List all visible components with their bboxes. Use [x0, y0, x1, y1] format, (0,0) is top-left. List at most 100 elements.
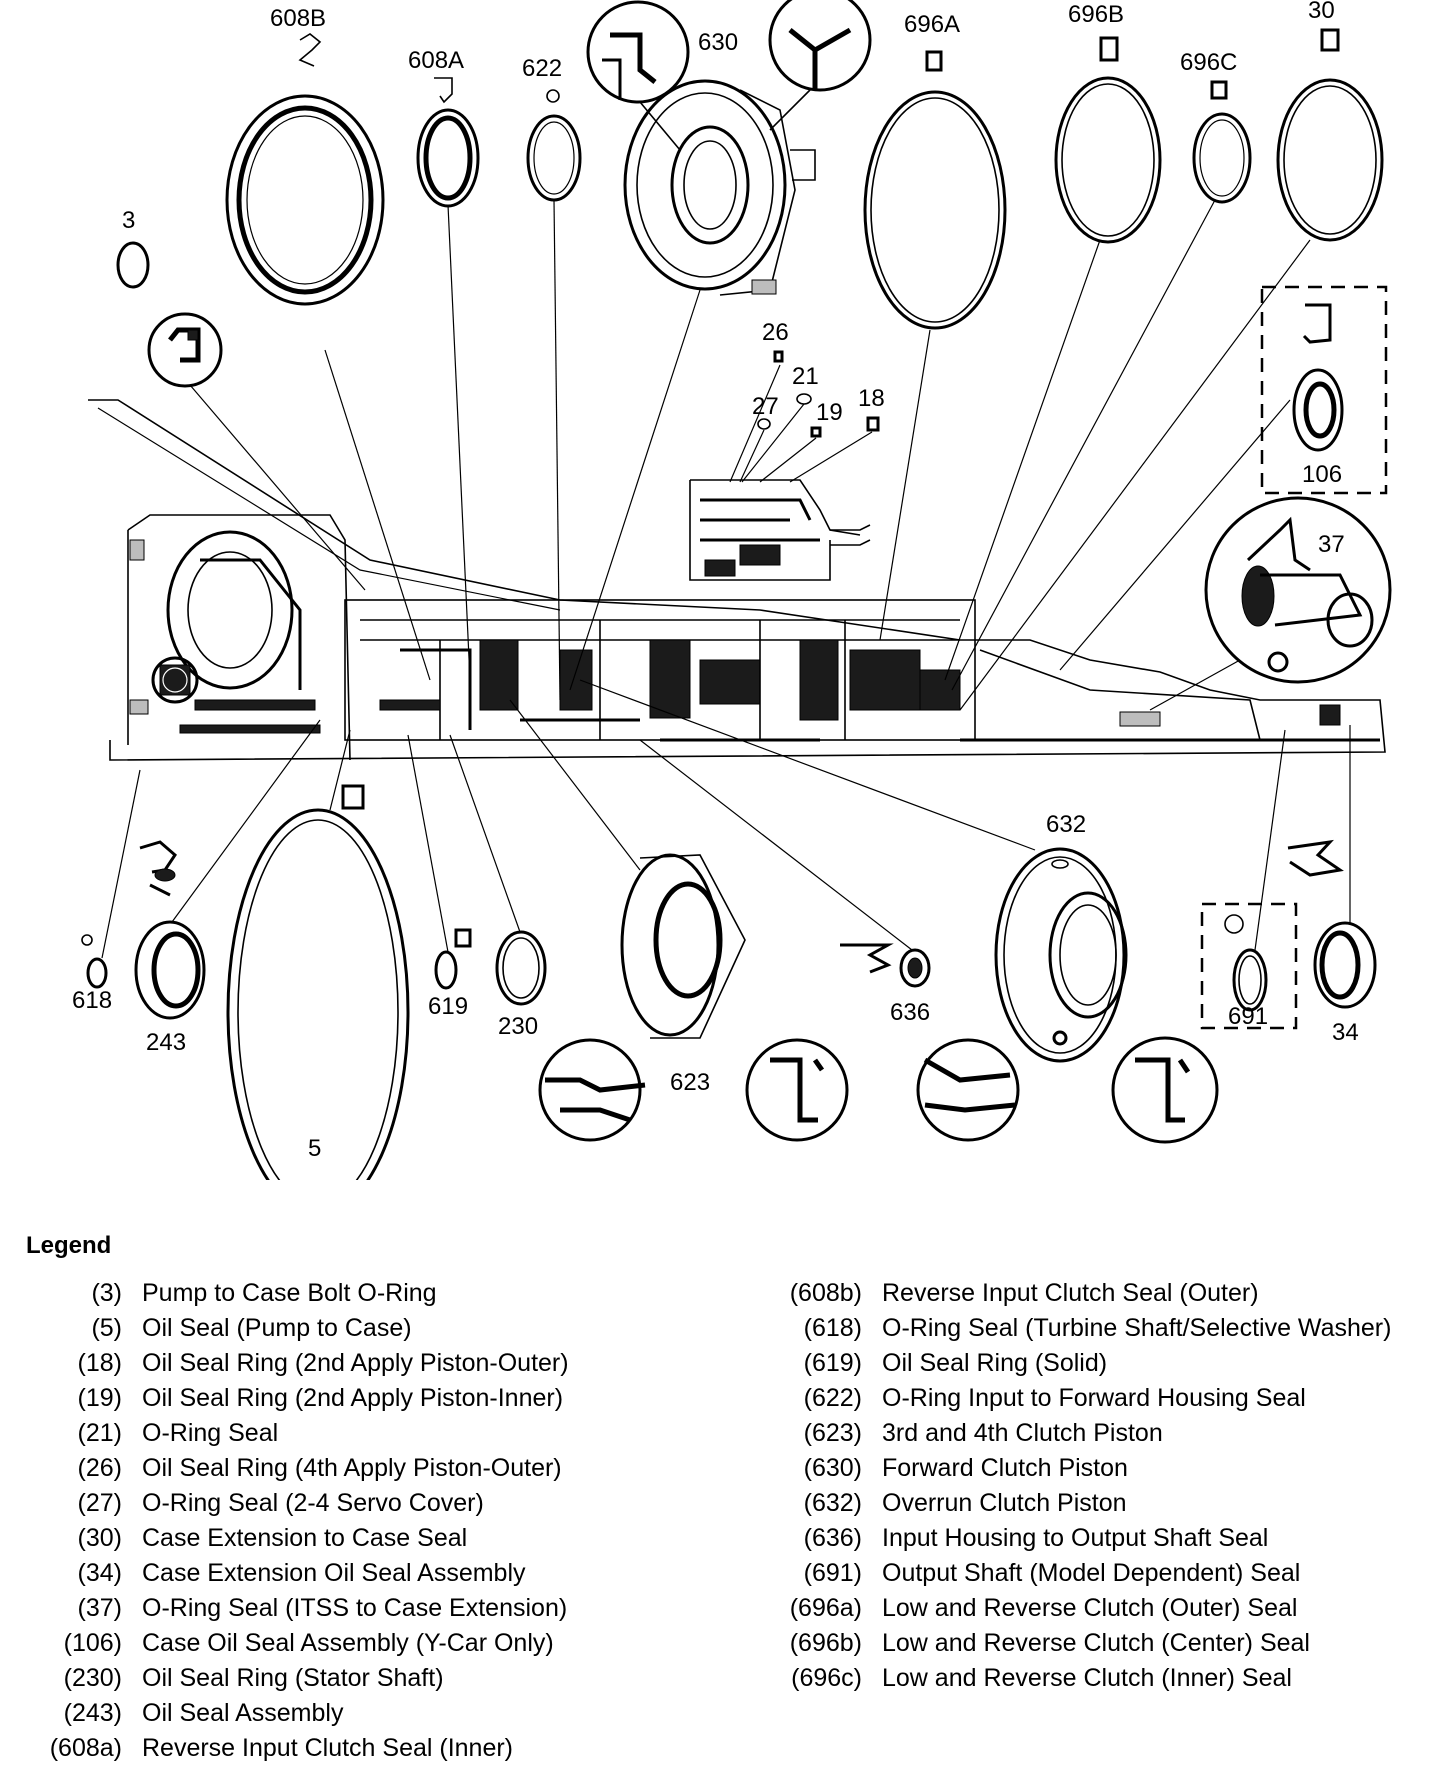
- piston-623: [538, 853, 849, 1142]
- legend-item: (26) Oil Seal Ring (4th Apply Piston-Oute…: [30, 1451, 730, 1486]
- legend-desc: Reverse Input Clutch Seal (Inner): [142, 1734, 514, 1762]
- seal-106-detail: [1260, 285, 1388, 495]
- legend-item: (608b)Reverse Input Clutch Seal (Outer): [770, 1276, 1420, 1311]
- callout-243: 243: [146, 1029, 186, 1056]
- callout-696b: 696B: [1068, 1, 1124, 28]
- legend-item: (608a) Reverse Input Clutch Seal (Inner): [30, 1731, 730, 1766]
- legend-desc: 3rd and 4th Clutch Piston: [882, 1419, 1163, 1447]
- legend-item: (622) O-Ring Input to Forward Housing Sea…: [770, 1381, 1420, 1416]
- seal-622: [526, 89, 582, 202]
- legend-item: (5) Oil Seal (Pump to Case): [30, 1311, 730, 1346]
- legend-num: (696b): [789, 1629, 862, 1657]
- legend-num: (34): [77, 1559, 122, 1587]
- callout-3: 3: [122, 207, 135, 234]
- legend-desc: Case Oil Seal Assembly (Y-Car Only): [142, 1629, 554, 1657]
- transmission-cross-section: [88, 399, 1386, 761]
- callout-696a: 696A: [904, 11, 960, 38]
- seal-243: [134, 840, 206, 1020]
- legend-item: (34) Case Extension Oil Seal Assembly: [30, 1556, 730, 1591]
- seal-696b: [1054, 36, 1162, 244]
- legend-item: (696a) Low and Reverse Clutch (Outer) Sea…: [770, 1591, 1420, 1626]
- callout-623: 623: [670, 1069, 710, 1096]
- callout-26: 26: [762, 319, 789, 346]
- legend-item: (630) Forward Clutch Piston: [770, 1451, 1420, 1486]
- callout-18: 18: [858, 385, 885, 412]
- legend-desc: Case Extension Oil Seal Assembly: [142, 1559, 526, 1587]
- legend-item: (696c)Low and Reverse Clutch (Inner) Sea…: [770, 1661, 1420, 1696]
- legend-num: (636): [803, 1524, 862, 1552]
- legend-item: (106) Case Oil Seal Assembly (Y-Car Only): [30, 1626, 730, 1661]
- piston-630: [586, 0, 872, 296]
- seal-608b: [225, 33, 385, 306]
- legend-num: (623): [803, 1419, 862, 1447]
- legend-num: (608a): [49, 1734, 122, 1762]
- legend-desc: Overrun Clutch Piston: [882, 1489, 1127, 1517]
- callout-106: 106: [1302, 461, 1342, 488]
- legend-item: (30)Case Extension to Case Seal: [30, 1521, 730, 1556]
- legend-item: (636)Input Housing to Output Shaft Seal: [770, 1521, 1420, 1556]
- legend-desc: O-Ring Seal (2-4 Servo Cover): [142, 1489, 484, 1517]
- legend-desc: Oil Seal Ring (Stator Shaft): [142, 1664, 444, 1692]
- legend-num: (19): [77, 1384, 122, 1412]
- callout-37: 37: [1318, 531, 1345, 558]
- seal-691-detail: [1200, 902, 1298, 1030]
- seal-34: [1287, 839, 1377, 1009]
- legend-desc: Forward Clutch Piston: [882, 1454, 1128, 1482]
- legend-item: (19) Oil Seal Ring (2nd Apply Piston-Inne…: [30, 1381, 730, 1416]
- legend-desc: Oil Seal Ring (2nd Apply Piston-Inner): [142, 1384, 564, 1412]
- legend-desc: Oil Seal Assembly: [142, 1699, 344, 1727]
- legend-right-column: (608b)Reverse Input Clutch Seal (Outer) …: [770, 1276, 1420, 1696]
- callout-230: 230: [498, 1013, 538, 1040]
- legend-num: (37): [77, 1594, 122, 1622]
- seal-3: [116, 241, 223, 388]
- callout-622: 622: [522, 55, 562, 82]
- legend-num: (696a): [789, 1594, 862, 1622]
- callout-696c: 696C: [1180, 49, 1237, 76]
- legend-num: (630): [803, 1454, 862, 1482]
- legend-desc: Oil Seal (Pump to Case): [142, 1314, 412, 1342]
- callout-608b: 608B: [270, 5, 326, 32]
- legend-item: (696b)Low and Reverse Clutch (Center) Se…: [770, 1626, 1420, 1661]
- callout-5: 5: [308, 1135, 321, 1162]
- legend-desc: Pump to Case Bolt O-Ring: [142, 1279, 437, 1307]
- legend-item: (27) O-Ring Seal (2-4 Servo Cover): [30, 1486, 730, 1521]
- clutch-plates-1: [479, 639, 961, 721]
- callout-608a: 608A: [408, 47, 464, 74]
- legend-item: (37) O-Ring Seal (ITSS to Case Extension): [30, 1591, 730, 1626]
- legend-num: (106): [63, 1629, 122, 1657]
- legend-desc: O-Ring Seal (ITSS to Case Extension): [142, 1594, 568, 1622]
- legend-item: (618)O-Ring Seal (Turbine Shaft/Selectiv…: [770, 1311, 1420, 1346]
- legend-desc: Low and Reverse Clutch (Outer) Seal: [882, 1594, 1298, 1622]
- legend-num: (691): [803, 1559, 862, 1587]
- callout-632: 632: [1046, 811, 1086, 838]
- legend-item: (243)Oil Seal Assembly: [30, 1696, 730, 1731]
- legend-num: (26): [77, 1454, 122, 1482]
- legend-num: (632): [803, 1489, 862, 1517]
- legend-item: (623) 3rd and 4th Clutch Piston: [770, 1416, 1420, 1451]
- seal-696a: [863, 50, 1007, 330]
- legend-num: (5): [91, 1314, 122, 1342]
- legend-num: (18): [77, 1349, 122, 1377]
- legend-desc: O-Ring Seal: [142, 1419, 279, 1447]
- callout-630: 630: [698, 29, 738, 56]
- legend-desc: Oil Seal Ring (4th Apply Piston-Outer): [142, 1454, 562, 1482]
- legend-num: (618): [803, 1314, 862, 1342]
- callout-19: 19: [816, 399, 843, 426]
- seal-30: [1276, 28, 1384, 242]
- legend-item: (632) Overrun Clutch Piston: [770, 1486, 1420, 1521]
- legend-num: (622): [803, 1384, 862, 1412]
- legend-num: (3): [91, 1279, 122, 1307]
- legend-num: (230): [63, 1664, 122, 1692]
- legend-desc: Oil Seal Ring (2nd Apply Piston-Outer): [142, 1349, 569, 1377]
- seal-exploded-diagram: 608B 608A 622 630 696A 696B 696C 30 3 26…: [72, 0, 1392, 1180]
- legend-num: (619): [803, 1349, 862, 1377]
- legend-title: Legend: [26, 1232, 112, 1259]
- legend-num: (696c): [791, 1664, 862, 1692]
- servo-assembly: [689, 479, 871, 581]
- legend-desc: O-Ring Input to Forward Housing Seal: [882, 1384, 1306, 1412]
- callout-21: 21: [792, 363, 819, 390]
- sensor-37-detail: [1204, 496, 1392, 684]
- callout-34: 34: [1332, 1019, 1359, 1046]
- legend-desc: Output Shaft (Model Dependent) Seal: [882, 1559, 1301, 1587]
- legend-num: (27): [77, 1489, 122, 1517]
